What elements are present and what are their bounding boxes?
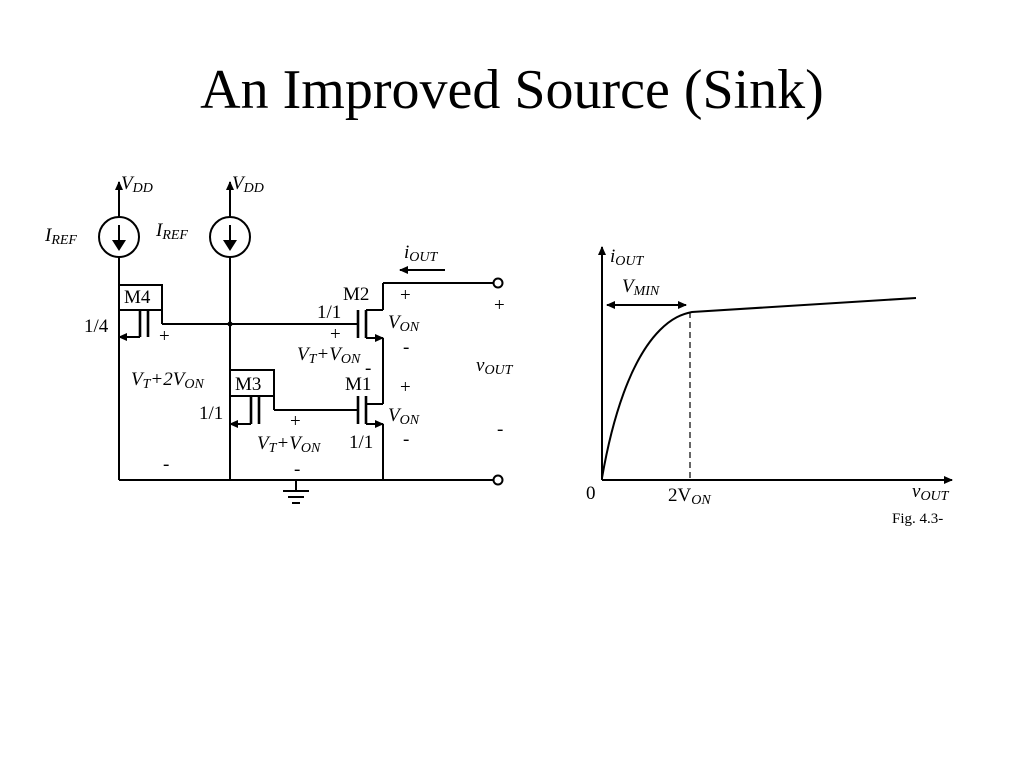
iout-curve [601,297,917,479]
circuit-schematic: VDD VDD IREF IREF M4 1/4 [44,173,514,504]
vt-von-label-top: VT+VON [297,344,361,367]
von-label-bottom: VON [388,405,420,428]
m4-gate-minus: - [163,454,169,475]
iref-label-right: IREF [155,220,188,243]
m4-name: M4 [124,287,151,308]
output-terminal-bottom [492,474,504,486]
vout-label: vOUT [476,355,514,378]
m1-name: M1 [345,374,371,395]
iout-label: iOUT [404,242,439,265]
m1-von-plus: + [400,377,411,398]
m3-gate-plus: + [290,411,301,432]
m3-ratio: 1/1 [199,403,223,424]
tick-2von-label: 2VON [668,485,711,508]
m2-von-minus: - [403,337,409,358]
vt-2von-label: VT+2VON [131,369,204,392]
figure-caption: Fig. 4.3- [892,511,943,527]
m3-name: M3 [235,374,261,395]
vt-von-label-bottom: VT+VON [257,433,321,456]
transistor-m3: M3 1/1 [199,369,275,428]
m2-gate-minus: - [365,358,371,379]
m3-gate-minus: - [294,459,300,480]
m4-ratio: 1/4 [84,316,109,337]
vmin-label: VMIN [622,276,660,299]
m2-gate-plus: + [330,324,341,345]
x-axis-label: vOUT [912,481,950,504]
output-terminal-top [492,277,504,289]
y-axis-label: iOUT [610,246,645,269]
origin-label: 0 [586,483,596,504]
m1-ratio: 1/1 [349,432,373,453]
vdd-label-left: VDD [121,173,153,196]
m2-von-plus: + [400,285,411,306]
m2-ratio: 1/1 [317,302,341,323]
transistor-m1: M1 1/1 [345,374,384,480]
iout-vout-graph: iOUT vOUT 0 2VON VMIN Fig. 4.3- [586,246,953,527]
transistor-m4: M4 1/4 [84,284,163,480]
vout-minus: - [497,419,503,440]
m4-gate-plus: + [159,326,170,347]
vdd-label-right: VDD [232,173,264,196]
slide-title: An Improved Source (Sink) [200,59,824,121]
iref-label-left: IREF [44,225,77,248]
m1-von-minus: - [403,429,409,450]
m2-name: M2 [343,284,369,305]
vout-plus: + [494,295,505,316]
transistor-m2: M2 1/1 [317,283,384,404]
von-label-top: VON [388,312,420,335]
ground-symbol [283,480,309,504]
